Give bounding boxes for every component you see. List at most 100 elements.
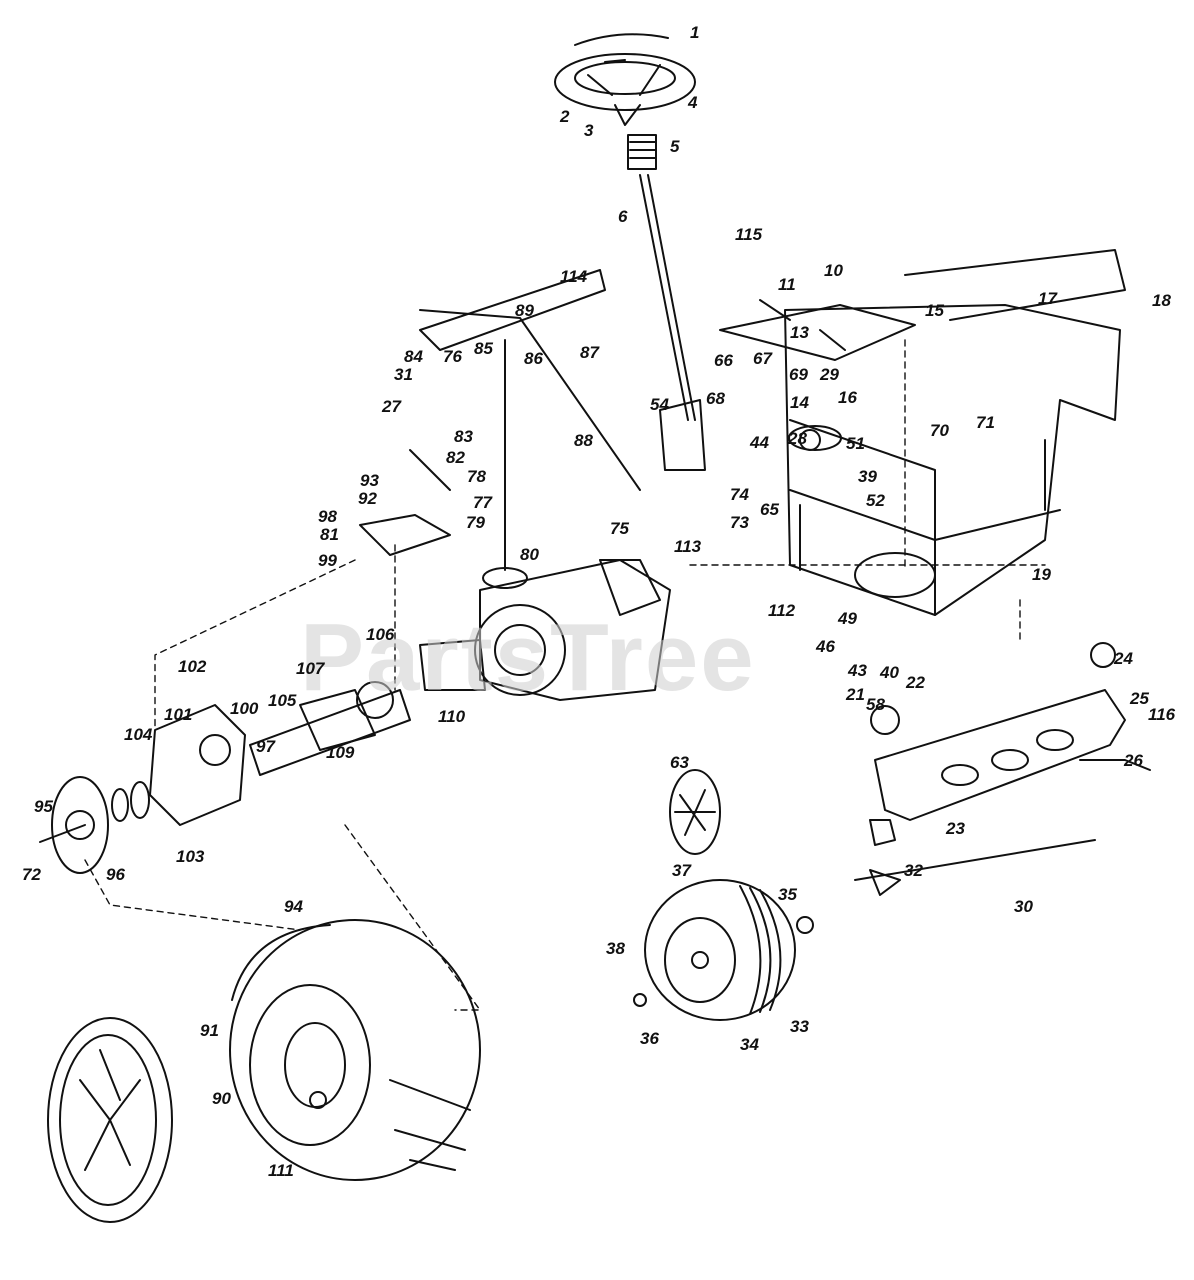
callout-label: 27 <box>381 397 402 416</box>
callout-label: 99 <box>318 551 337 570</box>
callout-label: 74 <box>730 485 749 504</box>
callout-label: 10 <box>824 261 843 280</box>
callout-label: 1 <box>690 23 699 42</box>
callout-label: 3 <box>584 121 594 140</box>
callout-label: 43 <box>847 661 867 680</box>
callout-label: 111 <box>268 1161 294 1180</box>
callout-label: 11 <box>778 275 796 294</box>
callout-label: 17 <box>1038 289 1058 308</box>
callout-label: 100 <box>230 699 259 718</box>
callout-label: 22 <box>905 673 925 692</box>
callout-label: 58 <box>866 695 885 714</box>
dashed-leader-lines <box>84 339 1046 1011</box>
callout-label: 113 <box>674 537 702 556</box>
callout-label: 90 <box>212 1089 231 1108</box>
callout-label: 30 <box>1014 897 1033 916</box>
callout-label: 103 <box>176 847 205 866</box>
callout-label: 4 <box>687 93 698 112</box>
rear-wheel-part <box>229 919 481 1181</box>
callout-label: 110 <box>438 707 466 726</box>
callout-label: 37 <box>672 861 692 880</box>
callout-label: 25 <box>1129 689 1149 708</box>
front-axle-part <box>854 642 1151 896</box>
callout-label: 71 <box>976 413 995 432</box>
callout-label: 65 <box>760 500 779 519</box>
callout-label: 72 <box>22 865 41 884</box>
callout-label: 91 <box>200 1021 219 1040</box>
callout-label: 34 <box>740 1035 759 1054</box>
callout-label: 44 <box>749 433 769 452</box>
callout-label: 87 <box>580 343 600 362</box>
callout-label: 84 <box>404 347 423 366</box>
callout-label: 89 <box>515 301 534 320</box>
callout-label: 63 <box>670 753 689 772</box>
callout-label: 13 <box>790 323 809 342</box>
callout-label: 24 <box>1113 649 1133 668</box>
callout-label: 92 <box>358 489 377 508</box>
callout-label: 67 <box>753 349 773 368</box>
callout-label: 73 <box>730 513 749 532</box>
callout-label: 23 <box>945 819 965 838</box>
rear-hubcap-part <box>47 1017 173 1223</box>
callout-label: 52 <box>866 491 885 510</box>
callout-label: 19 <box>1032 565 1051 584</box>
callout-label: 114 <box>560 267 588 286</box>
callout-label: 83 <box>454 427 473 446</box>
callout-label: 101 <box>164 705 192 724</box>
callout-label: 38 <box>606 939 625 958</box>
callout-label: 39 <box>858 467 877 486</box>
callout-label: 86 <box>524 349 543 368</box>
callout-label: 6 <box>618 207 628 226</box>
callout-label: 115 <box>735 225 763 244</box>
callout-label: 104 <box>124 725 153 744</box>
callout-label: 33 <box>790 1017 809 1036</box>
callout-label: 109 <box>326 743 355 762</box>
callout-label: 82 <box>446 448 465 467</box>
callout-label: 69 <box>789 365 808 384</box>
frame-part <box>784 249 1126 616</box>
callout-label: 93 <box>360 471 379 490</box>
transaxle-part <box>419 559 671 701</box>
callout-label: 78 <box>467 467 486 486</box>
callout-label: 15 <box>925 301 944 320</box>
callout-label: 70 <box>930 421 949 440</box>
callout-label: 88 <box>574 431 593 450</box>
callout-label: 36 <box>640 1029 659 1048</box>
steering-wheel-part <box>554 33 696 126</box>
callout-label: 31 <box>394 365 413 384</box>
callout-label: 29 <box>819 365 839 384</box>
callout-label: 94 <box>284 897 303 916</box>
callout-label: 35 <box>778 885 797 904</box>
callout-label: 75 <box>610 519 629 538</box>
front-hubcap-part <box>669 769 721 855</box>
callout-label: 16 <box>838 388 857 407</box>
front-wheel-part <box>633 879 814 1021</box>
steering-shaft-part <box>627 134 696 421</box>
callout-label: 77 <box>473 493 493 512</box>
callout-label: 107 <box>296 659 326 678</box>
watermark-text: PartsTree <box>300 604 756 711</box>
axle-coupling-part <box>39 681 411 874</box>
callout-label: 116 <box>1148 705 1176 724</box>
callout-label: 18 <box>1152 291 1171 310</box>
callout-label: 85 <box>474 339 493 358</box>
shift-linkage-part <box>359 269 641 571</box>
callout-label: 40 <box>879 663 899 682</box>
callout-label: 95 <box>34 797 53 816</box>
callout-label: 68 <box>706 389 725 408</box>
callout-label: 80 <box>520 545 539 564</box>
callout-label: 21 <box>845 685 865 704</box>
callout-label: 54 <box>650 395 669 414</box>
callout-label: 98 <box>318 507 337 526</box>
callout-label: 26 <box>1123 751 1143 770</box>
callout-label: 76 <box>443 347 462 366</box>
callout-label: 79 <box>466 513 485 532</box>
callout-labels: 1 2 3 4 5 6 115 114 11 10 15 17 18 13 67… <box>22 23 1176 1180</box>
callout-label: 112 <box>768 601 796 620</box>
callout-label: 46 <box>815 637 835 656</box>
callout-label: 66 <box>714 351 733 370</box>
callout-label: 5 <box>670 137 680 156</box>
callout-label: 106 <box>366 625 395 644</box>
